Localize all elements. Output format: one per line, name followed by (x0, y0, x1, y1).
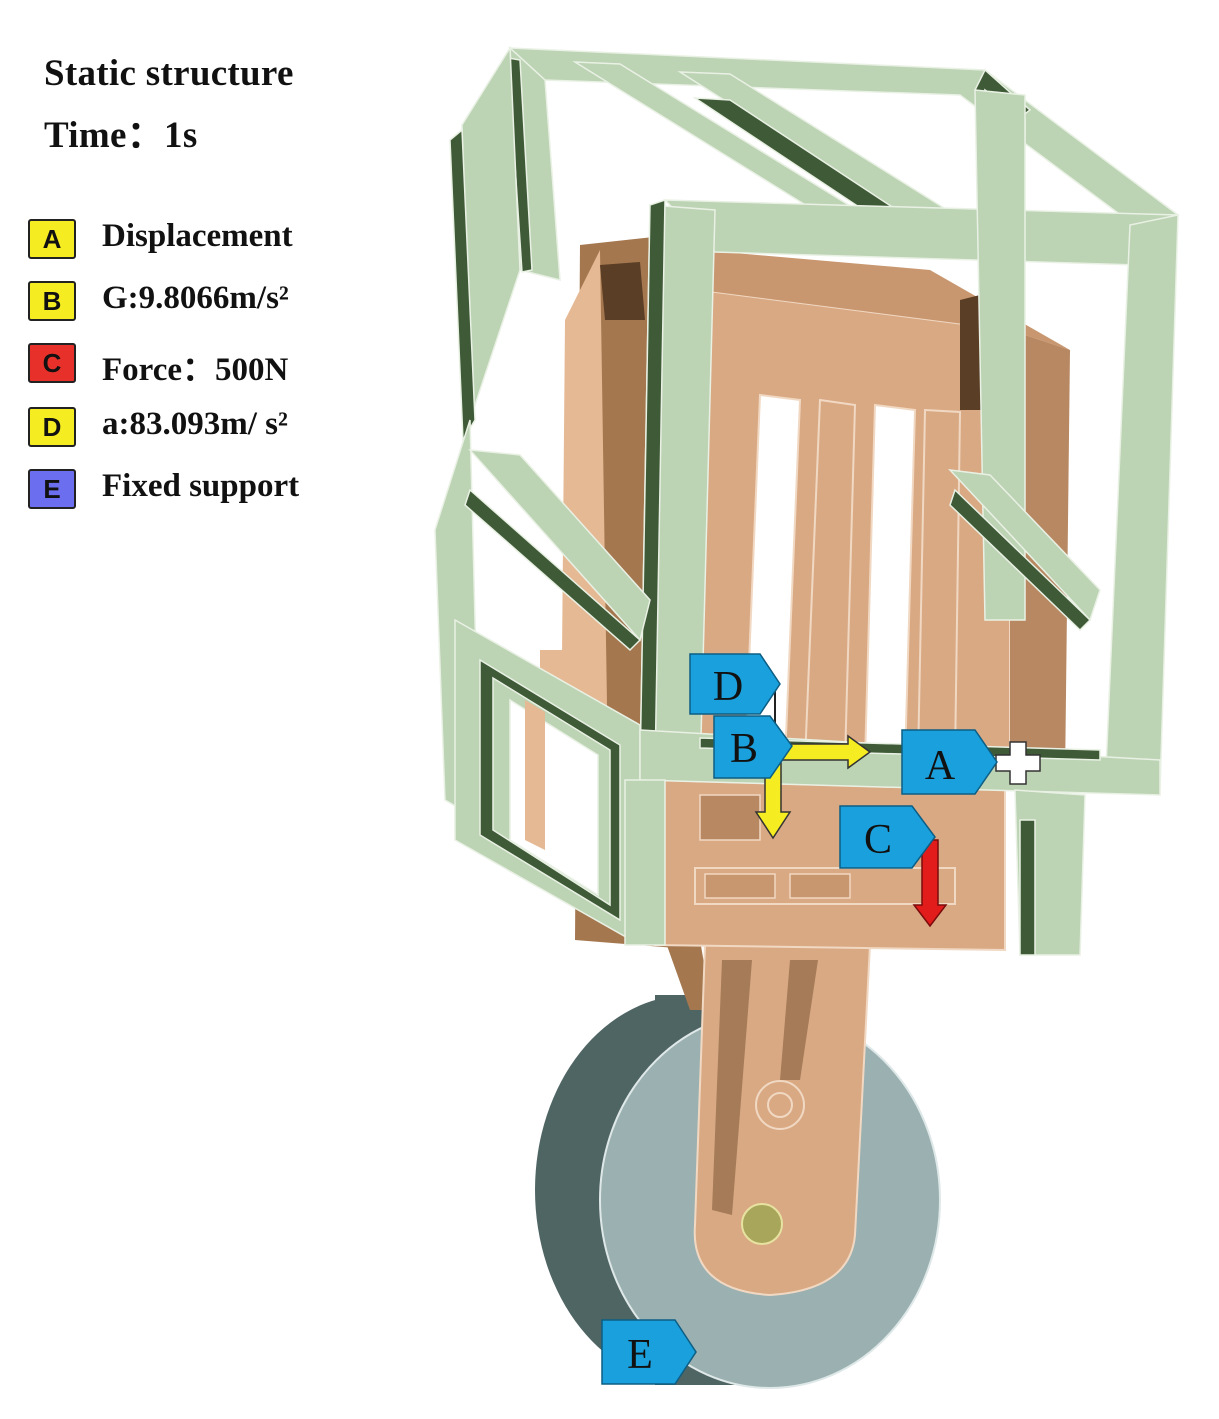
legend-badge-e: E (28, 469, 76, 509)
legend-badge-b: B (28, 281, 76, 321)
tag-e: E (601, 1319, 697, 1385)
force-arrow (912, 839, 948, 928)
analysis-time: Time：1s (44, 115, 198, 156)
legend-badge-d: D (28, 407, 76, 447)
tag-b: B (713, 715, 793, 779)
legend-label-gravity: G:9.8066m/s² (102, 280, 289, 316)
legend-item-fixed-support: E Fixed support (28, 464, 368, 514)
tag-a-label: A (925, 743, 956, 789)
tag-e-label: E (627, 1332, 653, 1378)
acceleration-arrow (779, 734, 872, 770)
tag-d: D (689, 653, 781, 715)
swing-arm (665, 940, 872, 1297)
tag-d-label: D (713, 664, 743, 710)
analysis-title: Static structure (44, 53, 294, 94)
load-arrows (754, 680, 1041, 928)
legend-item-gravity: B G:9.8066m/s² (28, 276, 368, 326)
callout-tags: D B A C E (601, 653, 998, 1385)
legend-item-acceleration: D a:83.093m/ s² (28, 402, 368, 452)
legend-item-force: C Force：500N (28, 338, 368, 388)
tag-c: C (839, 805, 936, 869)
displacement-marker (995, 741, 1041, 785)
legend-badge-a: A (28, 219, 76, 259)
legend-item-displacement: A Displacement (28, 214, 368, 264)
legend-label-fixed-support: Fixed support (102, 468, 300, 504)
tag-a: A (901, 729, 998, 795)
legend-label-displacement: Displacement (102, 218, 293, 254)
legend-label-acceleration: a:83.093m/ s² (102, 406, 288, 442)
frame-front-right-post (1104, 214, 1179, 791)
tag-b-label: B (730, 726, 758, 772)
tag-c-label: C (864, 817, 892, 863)
legend-label-force: Force：500N (102, 352, 289, 388)
axle-hub (741, 1203, 783, 1245)
legend-badge-c: C (28, 343, 76, 383)
